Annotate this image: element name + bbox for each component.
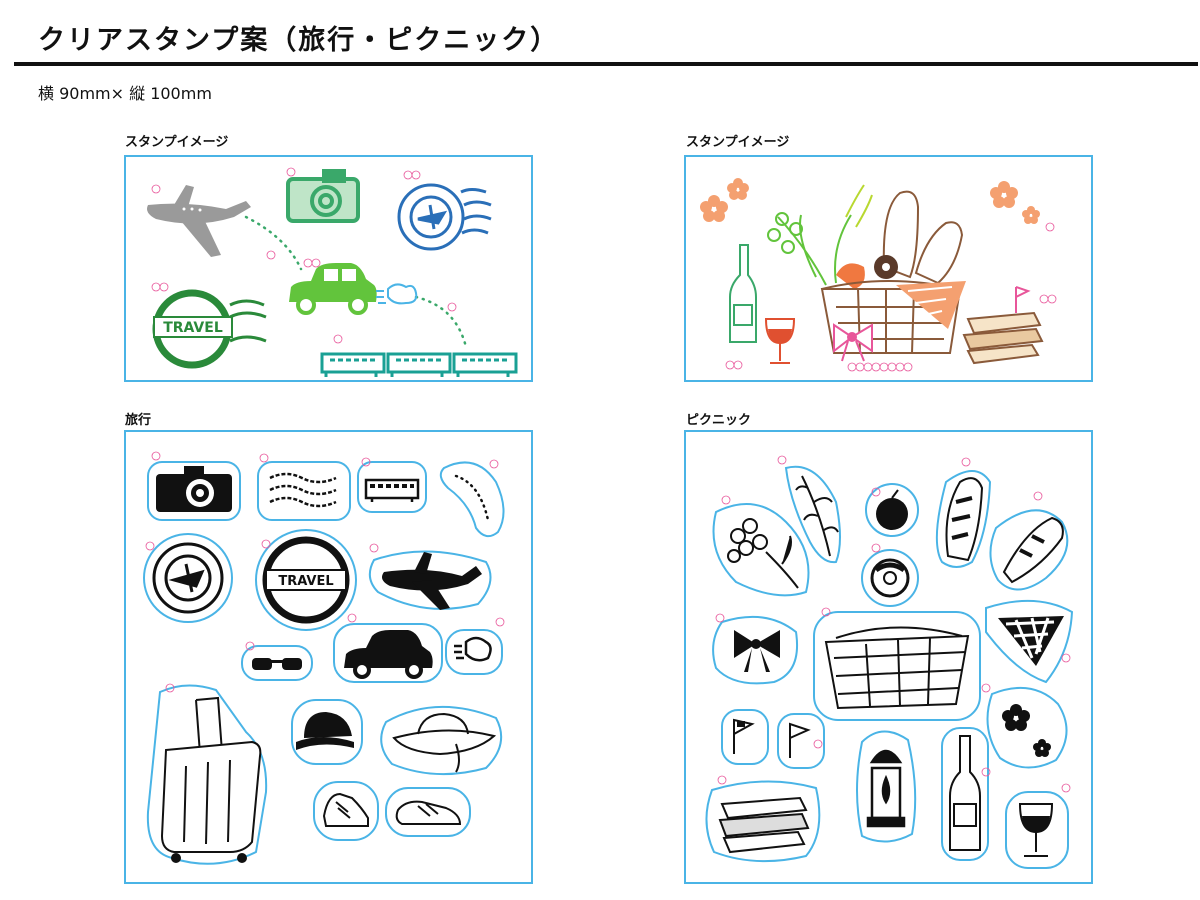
flag-icon: [733, 718, 755, 754]
wine-glass-icon: [1018, 803, 1054, 857]
postmark-icon: [397, 183, 492, 251]
travel-stamps-panel: TRAVEL: [124, 430, 533, 884]
cloud-icon: [376, 283, 418, 305]
travel-image-panel: TRAVEL: [124, 155, 533, 382]
baguette-icon: [882, 190, 964, 285]
car-icon: [289, 263, 377, 315]
cloud-icon: [454, 636, 492, 662]
number-marks: [145, 451, 505, 693]
napkin-icon: [998, 616, 1064, 666]
suitcase-icon: [160, 696, 262, 863]
wine-glass-icon: [764, 318, 796, 364]
bow-icon: [734, 630, 780, 672]
cap-icon: [296, 712, 354, 750]
page-title: クリアスタンプ案（旅行・ピクニック）: [38, 25, 560, 56]
shoe-icon: [395, 800, 462, 825]
greens-icon: [767, 184, 873, 286]
car-icon: [344, 630, 433, 679]
picnic-image-label: スタンプイメージ: [686, 135, 790, 150]
airplane-icon: [147, 185, 251, 257]
picnic-stamps-panel: [684, 430, 1093, 884]
number-marks: [715, 455, 1071, 793]
train-icon: [320, 352, 518, 377]
size-text: 横 90mm× 縦 100mm: [38, 84, 212, 103]
travel-stamp-icon: TRAVEL: [262, 536, 350, 624]
bow-icon: [833, 323, 873, 362]
bottle-icon: [949, 735, 981, 851]
postmark-wave-icon: [269, 472, 337, 508]
airplane-icon: [382, 552, 482, 610]
number-marks: [725, 222, 1057, 372]
sandwich-icon: [962, 286, 1044, 365]
camera-icon: [156, 466, 232, 512]
flower-branch-icon: [727, 518, 799, 589]
shoe-icon: [322, 792, 369, 827]
sunglasses-icon: [252, 658, 302, 670]
camera-icon: [286, 169, 360, 223]
travel-stamp-text: TRAVEL: [163, 320, 223, 336]
travel-image-label: スタンプイメージ: [125, 135, 229, 150]
herb-icon: [795, 475, 839, 557]
train-icon: [364, 478, 420, 502]
travel-label: 旅行: [125, 413, 152, 428]
flower-icon: [1002, 704, 1051, 757]
flower-icon: [700, 178, 1040, 224]
basket-icon: [824, 626, 970, 710]
sandwich-icon: [718, 796, 810, 854]
bottle-icon: [729, 244, 757, 343]
number-marks: [151, 167, 457, 344]
travel-stamp-text-bw: TRAVEL: [278, 574, 333, 589]
baguette-icon: [945, 477, 984, 562]
picnic-label: ピクニック: [686, 413, 752, 428]
picnic-image-panel: [684, 155, 1093, 382]
donut-icon: [870, 558, 910, 598]
lantern-icon: [866, 749, 906, 828]
title-rule: [14, 62, 1198, 66]
fruit-icon: [876, 489, 908, 530]
postmark-icon: [152, 542, 224, 614]
baguette-icon: [1002, 516, 1064, 584]
napkin-icon: [896, 281, 966, 329]
flag-icon: [789, 722, 811, 758]
travel-stamp-icon: TRAVEL: [152, 289, 267, 369]
hat-icon: [392, 712, 497, 773]
